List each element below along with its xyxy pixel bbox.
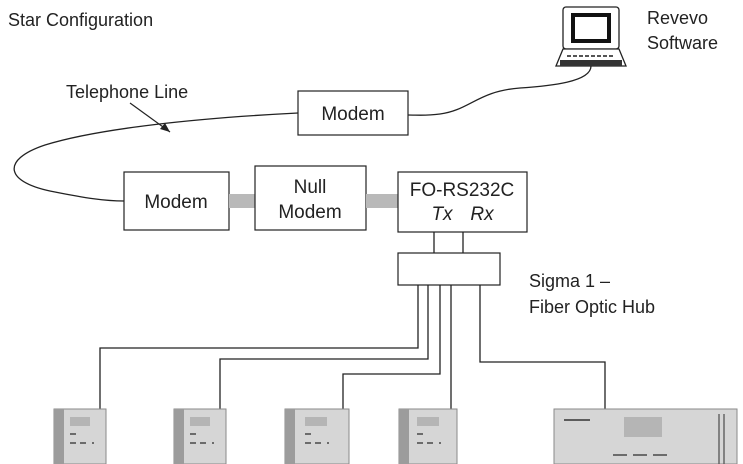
- panel-device-icon: [399, 409, 457, 464]
- null-modem-label-line2: Modem: [278, 202, 341, 223]
- hub-label-line1: Sigma 1 –: [529, 271, 610, 291]
- null-modem-label-line1: Null: [294, 177, 327, 198]
- diagram-title: Star Configuration: [8, 10, 153, 30]
- null-fo-connector: [366, 194, 398, 208]
- modem-null-connector: [229, 194, 255, 208]
- panel-device-icon: [54, 409, 106, 464]
- hub-fiber-2: [220, 285, 428, 409]
- modem-left-label: Modem: [144, 192, 207, 213]
- telephone-line-label: Telephone Line: [66, 82, 188, 102]
- fo-rs232c-label: FO-RS232C: [410, 180, 515, 201]
- fo-rs232c-rx: Rx: [470, 204, 495, 225]
- panel-device-icon: [285, 409, 349, 464]
- computer-modem-cable: [408, 66, 591, 115]
- hub-fiber-3: [343, 285, 440, 409]
- hub-label-line2: Fiber Optic Hub: [529, 297, 655, 317]
- hub-fiber-1: [100, 285, 418, 409]
- fo-rs232c-tx: Tx: [431, 204, 454, 225]
- computer-terminal-icon: [556, 7, 626, 66]
- modem-top-label: Modem: [321, 104, 384, 125]
- software-label-line1: Revevo: [647, 8, 708, 28]
- line-pointer-arrow: [130, 103, 170, 132]
- panel-device-large-icon: [554, 409, 737, 464]
- software-label-line2: Software: [647, 33, 718, 53]
- fiber-optic-hub-box: [398, 253, 500, 285]
- panel-device-icon: [174, 409, 226, 464]
